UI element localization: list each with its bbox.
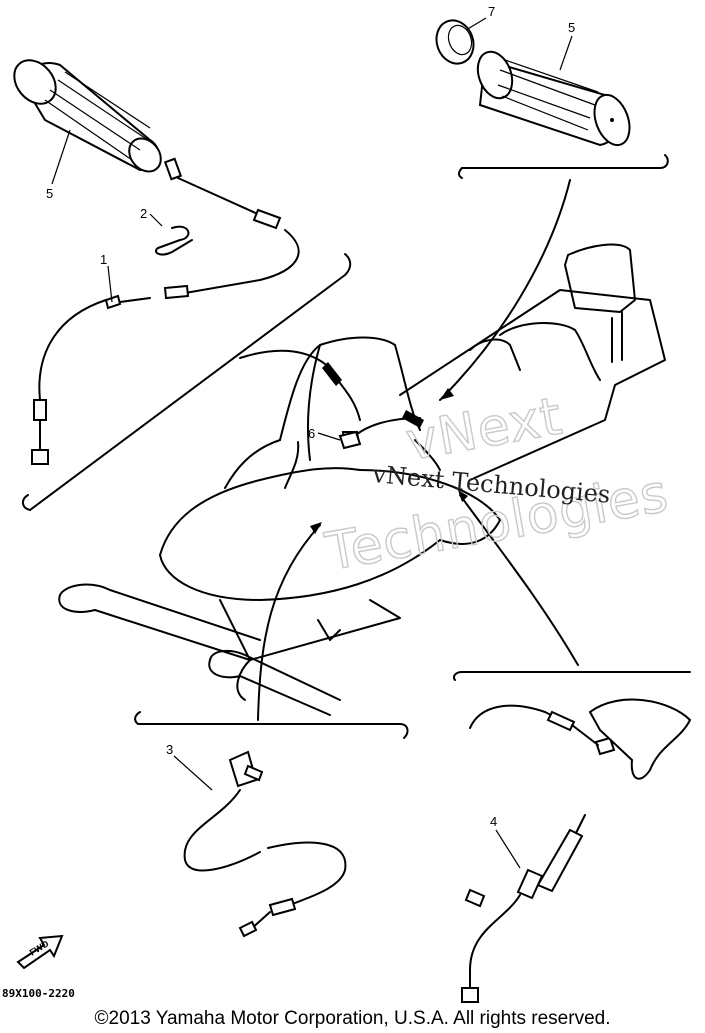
callout-6: 6 (308, 426, 315, 441)
callout-4: 4 (490, 814, 497, 829)
leader-top-left (239, 349, 331, 369)
watermark-large-line1: vNext (402, 386, 567, 472)
clamp-part-6 (338, 430, 362, 450)
callout-3: 3 (166, 742, 173, 757)
fwd-arrow-icon: FWD (16, 934, 64, 970)
callout-1: 1 (100, 252, 107, 267)
panel-divider-top-right (461, 154, 669, 169)
leader-top-right (439, 179, 571, 401)
panel-divider-left (29, 253, 352, 511)
ring-part-7 (435, 19, 475, 65)
callout-2: 2 (140, 206, 147, 221)
leader-bottom-left (257, 524, 321, 721)
callout-7: 7 (488, 4, 495, 19)
parts-diagram: FWD 7 5 5 2 1 6 3 4 vNext Technologies v… (2, 4, 692, 1003)
callout-5-right: 5 (568, 20, 575, 35)
choke-cable-part-3 (183, 750, 347, 938)
grip-left-part-5 (13, 59, 162, 173)
copyright-notice: ©2013 Yamaha Motor Corporation, U.S.A. A… (94, 1008, 611, 1029)
throttle-cable-part-1 (31, 157, 300, 465)
panel-divider-bottom-left (134, 711, 409, 739)
clip-part-2 (154, 225, 193, 256)
callout-5-left: 5 (46, 186, 53, 201)
leader-bottom-right (459, 494, 579, 666)
panel-divider-bottom-right (452, 671, 691, 681)
diagram-part-number: 89X100-2220 (2, 987, 75, 1000)
grip-right-part-5 (476, 50, 631, 147)
brake-cable-part-4 (461, 698, 692, 1003)
